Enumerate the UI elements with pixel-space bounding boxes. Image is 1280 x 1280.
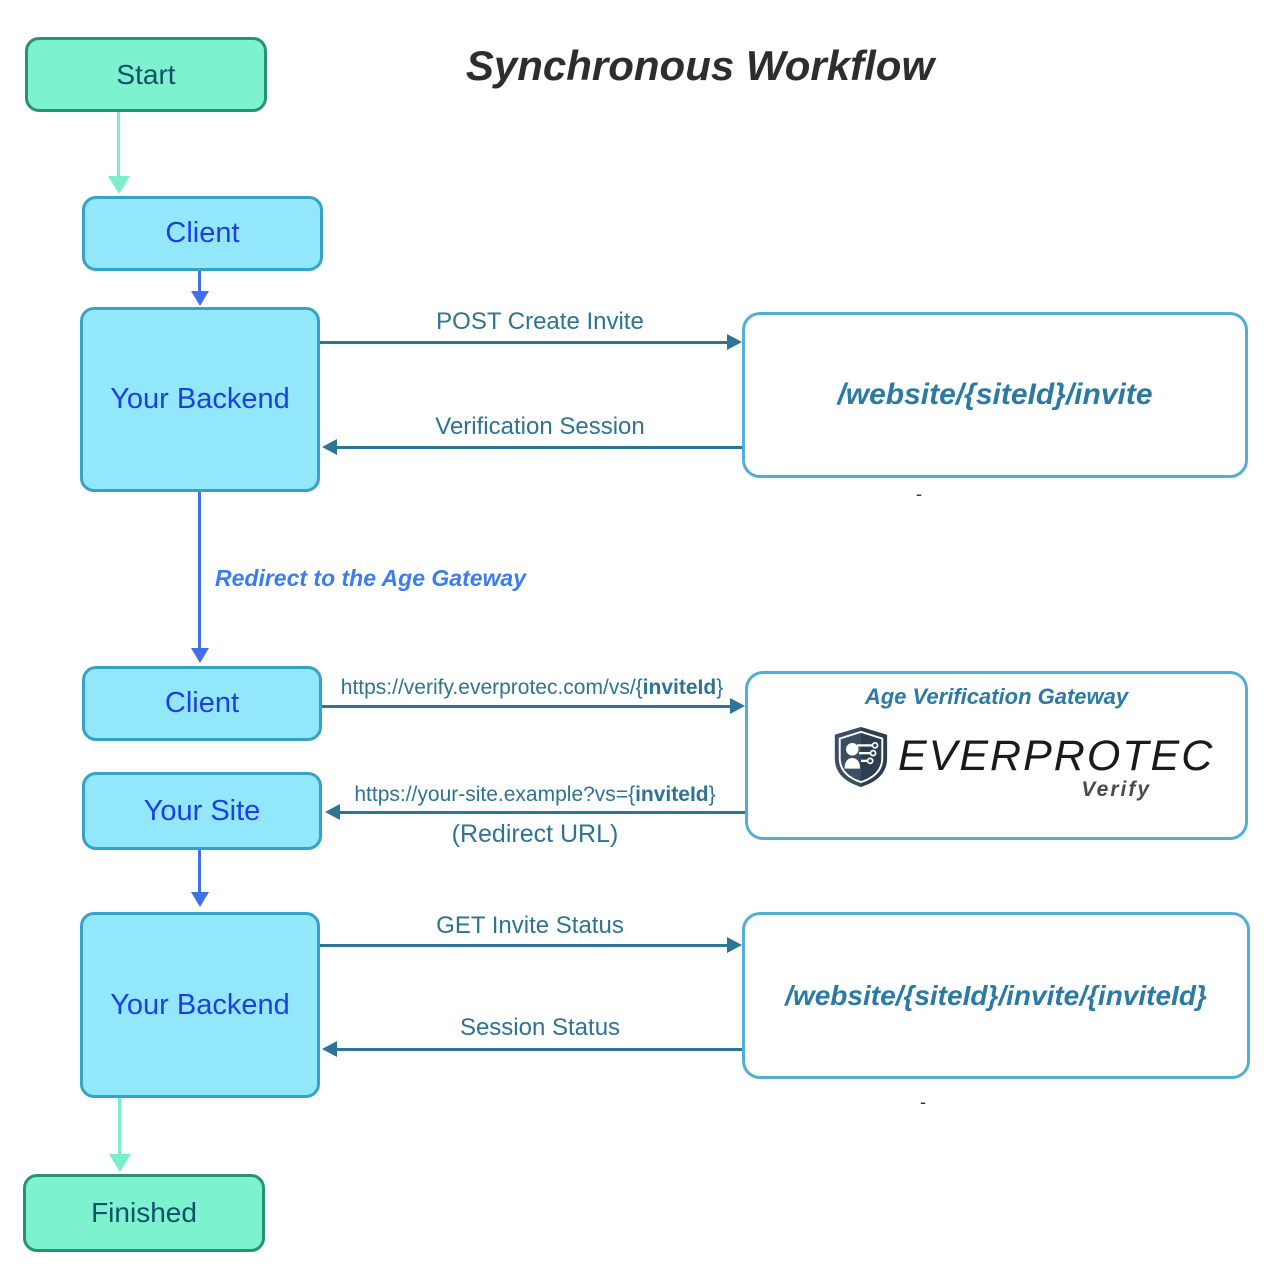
arrow-get-status-head: [727, 937, 742, 953]
arrow-verify-url-head: [730, 698, 745, 714]
arrow-client-to-backend-head: [191, 291, 209, 306]
node-finished-label: Finished: [91, 1197, 197, 1228]
endpoint-invite-status: /website/{siteId}/invite/{inviteId}: [742, 912, 1250, 1079]
arrow-verification-session-line: [335, 446, 742, 449]
node-finished: Finished: [23, 1174, 265, 1252]
verify-url-bold: inviteId: [642, 676, 717, 699]
verify-url-prefix: https://verify.everprotec.com/vs/{: [340, 676, 643, 699]
label-verification-session: Verification Session: [435, 413, 645, 440]
label-redirect-url: (Redirect URL): [451, 820, 619, 848]
shield-circuit-icon: [834, 727, 888, 787]
label-verify-url: https://verify.everprotec.com/vs/{invite…: [328, 676, 736, 700]
site-url-prefix: https://your-site.example?vs={: [354, 783, 636, 806]
arrow-start-to-client-head: [108, 176, 130, 194]
arrow-site-to-backend-line: [198, 850, 201, 894]
stray-dash-1: -: [916, 484, 922, 504]
arrow-backend-to-finished-line: [118, 1098, 121, 1156]
arrow-start-to-client-line: [117, 112, 120, 178]
page-title: Synchronous Workflow: [465, 42, 935, 89]
arrow-session-status-head: [322, 1041, 337, 1057]
gateway-brand-sub: Verify: [1081, 778, 1151, 801]
gateway-logo: EVERPROTEC: [832, 726, 1214, 788]
node-backend-2: Your Backend: [80, 912, 320, 1098]
node-your-site: Your Site: [82, 772, 322, 850]
gateway-title: Age Verification Gateway: [864, 684, 1129, 709]
verify-url-suffix: }: [716, 676, 724, 699]
node-client-1-label: Client: [165, 217, 240, 249]
arrow-post-invite-head: [727, 334, 742, 350]
node-start-label: Start: [116, 58, 176, 90]
label-session-status: Session Status: [459, 1014, 621, 1041]
node-client-2: Client: [82, 666, 322, 741]
arrow-site-url-head: [325, 804, 340, 820]
arrow-verify-url-line: [322, 705, 732, 708]
node-backend-1-label: Your Backend: [110, 383, 290, 415]
arrow-site-url-line: [338, 811, 745, 814]
arrow-get-status-line: [320, 944, 729, 947]
node-your-site-label: Your Site: [143, 794, 261, 827]
stray-dash-2: -: [920, 1092, 926, 1112]
arrow-session-status-line: [335, 1048, 742, 1051]
node-backend-1: Your Backend: [80, 307, 320, 492]
site-url-bold: inviteId: [635, 783, 709, 806]
node-start: Start: [25, 37, 267, 112]
label-site-url: https://your-site.example?vs={inviteId}: [330, 783, 740, 807]
endpoint-create-invite: /website/{siteId}/invite: [742, 312, 1248, 478]
label-redirect-gateway: Redirect to the Age Gateway: [215, 565, 527, 591]
node-client-2-label: Client: [164, 687, 240, 719]
endpoint-create-invite-label: /website/{siteId}/invite: [837, 378, 1153, 411]
arrow-verification-session-head: [322, 439, 337, 455]
endpoint-invite-status-label: /website/{siteId}/invite/{inviteId}: [785, 979, 1207, 1011]
node-client-1: Client: [82, 196, 323, 271]
arrow-client-to-backend-line: [198, 271, 201, 293]
label-post-create-invite: POST Create Invite: [436, 308, 644, 335]
arrow-redirect-line: [198, 492, 201, 650]
arrow-backend-to-finished-head: [109, 1154, 131, 1172]
label-get-invite-status: GET Invite Status: [436, 912, 624, 939]
site-url-suffix: }: [708, 783, 716, 806]
gateway-box: Age Verification Gateway EVERPROTEC Veri…: [745, 671, 1248, 840]
gateway-brand: EVERPROTEC: [898, 732, 1215, 780]
arrow-post-invite-line: [320, 341, 729, 344]
arrow-site-to-backend-head: [191, 892, 209, 907]
node-backend-2-label: Your Backend: [110, 988, 290, 1021]
arrow-redirect-head: [191, 648, 209, 663]
